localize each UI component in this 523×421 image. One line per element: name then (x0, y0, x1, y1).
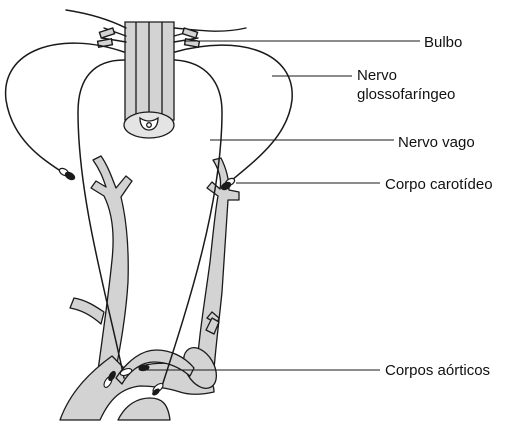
label-glossopharyngeal-line1: Nervo (357, 66, 455, 85)
rootlet-left-upper (66, 10, 126, 28)
label-glossopharyngeal-nerve: Nervo glossofaríngeo (357, 66, 455, 104)
label-carotid-body: Corpo carotídeo (385, 175, 493, 194)
left-carotid-artery (91, 156, 132, 380)
label-vagus-nerve: Nervo vago (398, 133, 475, 152)
descending-aorta (118, 398, 170, 420)
carotid-body-left-dark (64, 171, 76, 181)
label-glossopharyngeal-line2: glossofaríngeo (357, 85, 455, 104)
rootlet-stub-left (99, 28, 114, 38)
label-aortic-bodies: Corpos aórticos (385, 361, 490, 380)
bulbo-structure (124, 22, 174, 138)
glossopharyngeal-nerve-right (175, 45, 292, 180)
rootlet-stub-right-2 (185, 39, 200, 47)
arterial-tree (60, 156, 239, 420)
left-subclavian-branch (70, 298, 104, 324)
central-canal (147, 123, 152, 128)
right-carotid-artery (196, 158, 239, 382)
label-bulbo: Bulbo (424, 33, 462, 52)
